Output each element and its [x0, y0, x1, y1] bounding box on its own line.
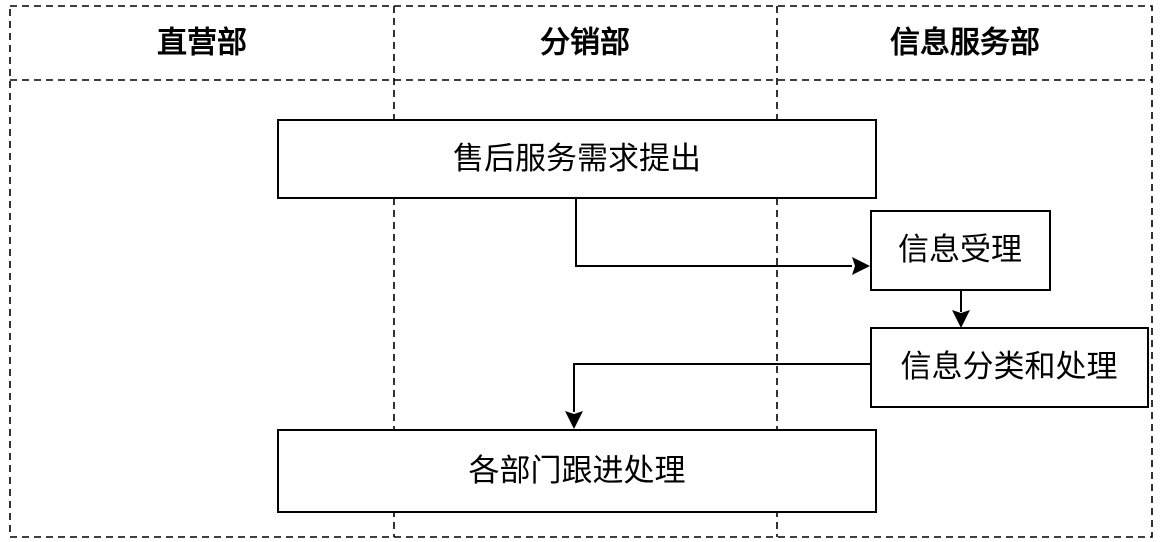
swimlane-frame	[9, 5, 1153, 538]
node-followup-box	[277, 429, 877, 513]
node-request-box	[277, 119, 877, 199]
arrow-classify-to-followup	[573, 363, 870, 412]
arrow-request-to-receive	[575, 199, 852, 267]
connectors	[565, 199, 970, 429]
node-followup-label: 各部门跟进处理	[469, 453, 686, 489]
lane-headers: 直营部 分销部 信息服务部	[157, 26, 1040, 61]
arrowhead-followup	[565, 411, 583, 429]
node-receive-label: 信息受理	[898, 232, 1022, 268]
outer-border	[9, 5, 1153, 538]
lane-title-distribution: 分销部	[540, 26, 630, 61]
node-classify-box	[870, 327, 1149, 408]
lane-title-direct-sales: 直营部	[157, 26, 247, 61]
arrowhead-receive	[852, 257, 870, 275]
node-receive-box	[870, 210, 1051, 291]
node-request-label: 售后服务需求提出	[453, 141, 701, 177]
node-request: 售后服务需求提出	[277, 119, 877, 199]
node-classify-label: 信息分类和处理	[901, 349, 1118, 385]
arrowhead-classify	[952, 310, 970, 328]
node-classify: 信息分类和处理	[870, 327, 1149, 408]
node-receive: 信息受理	[870, 210, 1051, 291]
node-followup: 各部门跟进处理	[277, 429, 877, 513]
lane-title-info-service: 信息服务部	[890, 26, 1040, 61]
